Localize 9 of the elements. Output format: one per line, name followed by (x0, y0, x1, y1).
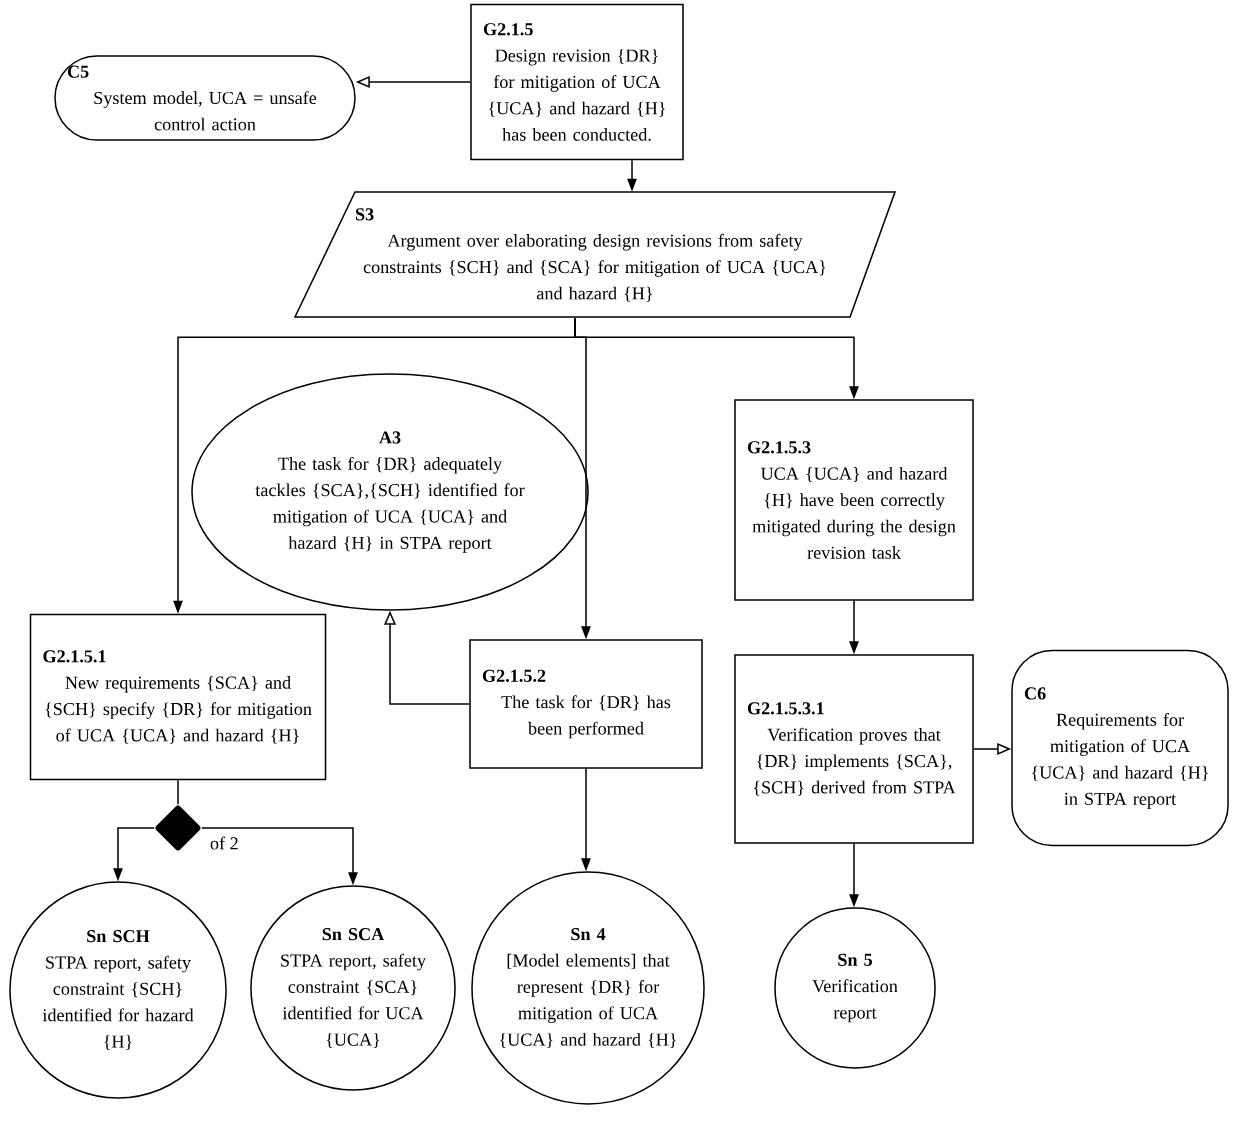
goal-box: G2.1.5.1 New requirements {SCA} and {SCH} specify {DR} for mitigation of UCA {UCA} and hazard {H} (29, 613, 327, 781)
goal-box: G2.1.5.3.1 Verification proves that {DR} implements {SCA}, {SCH} derived from STPA (734, 654, 974, 844)
context-box: C6 Requirements for mitigation of UCA {UCA} and hazard {H} in STPA report (1011, 649, 1229, 847)
goal-box: G2.1.5.3 UCA {UCA} and hazard {H} have been correctly mitigated during the design revision task (734, 399, 974, 601)
choice-diamond (155, 805, 201, 851)
context-box: C5 System model, UCA = unsafe control action (54, 55, 356, 141)
goal-box: G2.1.5 Design revision {DR} for mitigation of UCA {UCA} and hazard {H} has been conducted. (470, 3, 684, 161)
goal-box: G2.1.5.2 The task for {DR} has been performed (469, 639, 703, 769)
quantifier-label: of 2 (210, 836, 238, 850)
